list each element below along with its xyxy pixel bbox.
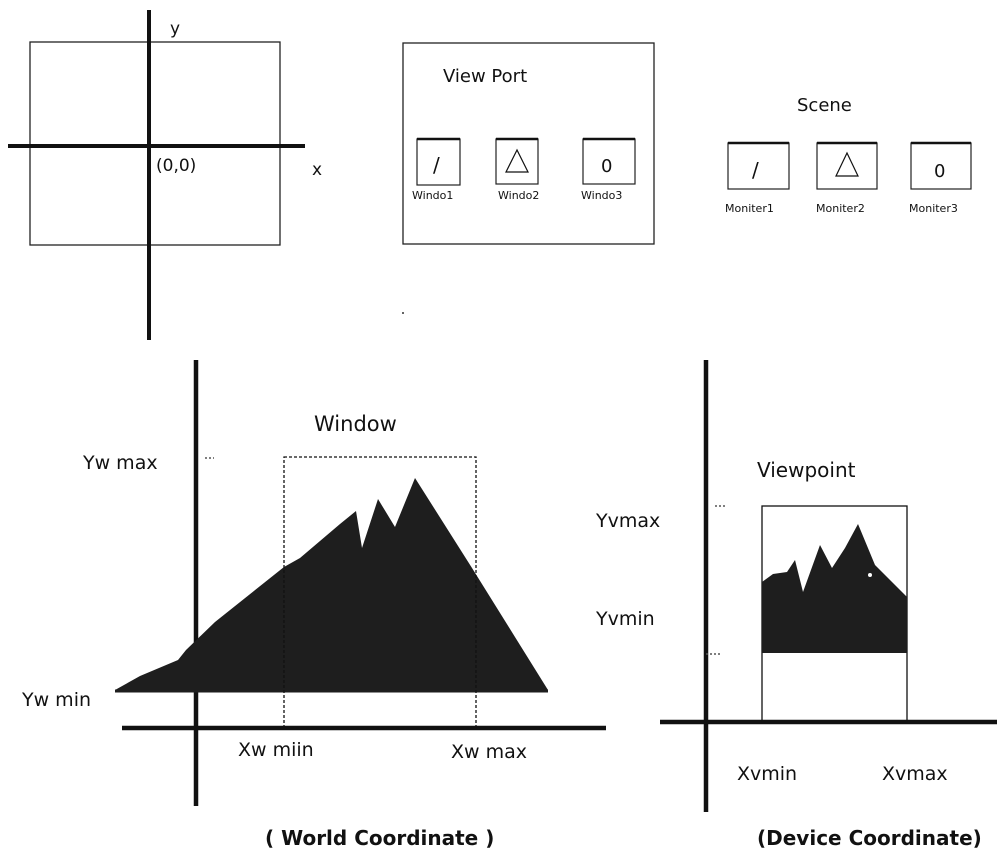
clipped-mountain-shape: [762, 524, 907, 653]
stray-dot: [402, 312, 404, 314]
xv-max-label: Xvmax: [882, 763, 948, 785]
view-port-title: View Port: [443, 66, 527, 87]
xw-min-label: Xw miin: [238, 739, 314, 761]
monitor-glyph-1: /: [752, 158, 759, 182]
monitor-box-1: / Moniter1: [725, 141, 790, 215]
yw-max-label: Yw max: [82, 452, 158, 474]
triangle-icon: [505, 148, 529, 173]
yv-max-label: Yvmax: [595, 510, 660, 532]
window-box-1: / Windo1: [412, 137, 461, 202]
window-label-3: Windo3: [581, 189, 622, 202]
yw-min-label: Yw min: [21, 689, 91, 711]
monitor-box-2: Moniter2: [816, 141, 878, 215]
yv-min-label: Yvmin: [595, 608, 655, 630]
monitor-label-2: Moniter2: [816, 202, 865, 215]
xw-max-label: Xw max: [451, 741, 527, 763]
viewpoint-label: Viewpoint: [757, 458, 856, 482]
axes-panel-frame: [29, 41, 281, 246]
scene-title: Scene: [797, 95, 852, 116]
window-box-2: Windo2: [495, 137, 539, 202]
window-glyph-1: /: [433, 153, 440, 177]
scene-panel: Scene / Moniter1 Moniter2 0 Moniter3: [725, 95, 972, 215]
monitor-box-3: 0 Moniter3: [909, 141, 972, 215]
triangle-icon: [835, 151, 859, 177]
device-caption: (Device Coordinate): [757, 826, 982, 850]
monitor-glyph-3: 0: [934, 161, 945, 182]
world-coordinate-panel: Window Yw max Yw min Xw miin Xw max ( Wo…: [21, 360, 606, 850]
axes-panel: y x (0,0): [8, 10, 322, 340]
window-label-2: Windo2: [498, 189, 539, 202]
x-axis-label: x: [312, 160, 322, 180]
origin-label: (0,0): [156, 156, 196, 176]
mountain-shape: [115, 478, 548, 690]
device-coordinate-panel: Viewpoint Yvmax Yvmin Xvmin Xvmax (Devic…: [595, 360, 997, 850]
window-label: Window: [314, 412, 397, 436]
xv-min-label: Xvmin: [737, 763, 797, 785]
y-axis-label: y: [170, 19, 180, 39]
view-port-panel: View Port / Windo1 Windo2 0 Windo3: [402, 42, 655, 245]
world-window-rect: [283, 456, 477, 729]
window-glyph-3: 0: [601, 156, 612, 177]
window-box-3: 0 Windo3: [581, 137, 636, 202]
world-caption: ( World Coordinate ): [265, 826, 494, 850]
monitor-label-3: Moniter3: [909, 202, 958, 215]
window-label-1: Windo1: [412, 189, 453, 202]
view-port-frame: [402, 42, 655, 245]
highlight-dot: [868, 573, 872, 577]
monitor-label-1: Moniter1: [725, 202, 774, 215]
